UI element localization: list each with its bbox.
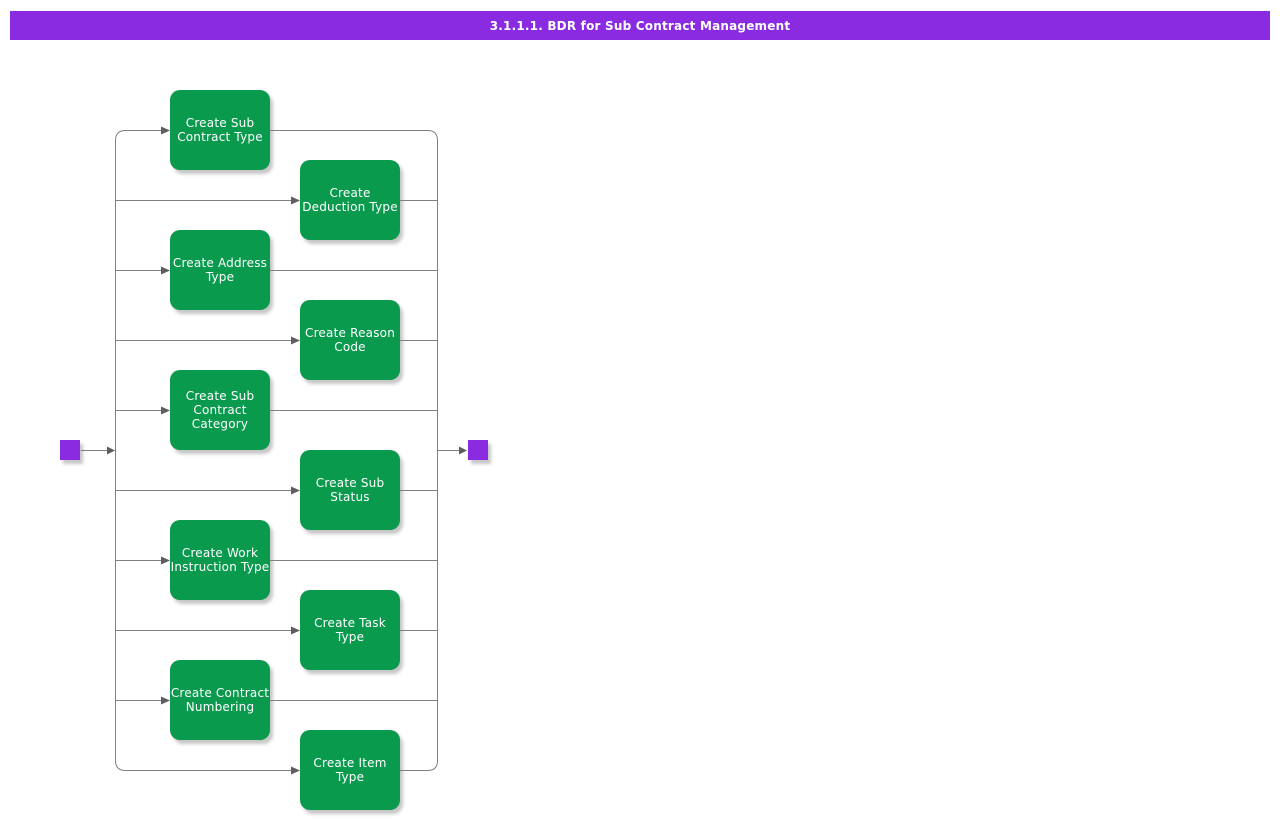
end-node: [468, 440, 488, 460]
connector-branch-7: [115, 556, 438, 565]
activity-create-address-type: Create Address Type: [170, 230, 270, 310]
activity-label-line: Create Sub: [185, 389, 255, 403]
activity-label-line: Deduction Type: [302, 200, 398, 214]
activity-label-line: Create Item: [313, 756, 387, 770]
connector-branch-3: [115, 266, 438, 275]
page-title: 3.1.1.1. BDR for Sub Contract Management: [489, 18, 791, 33]
start-node: [60, 440, 80, 460]
activity-create-item-type: Create Item Type: [300, 730, 400, 810]
connector-join-to-end: [437, 446, 467, 455]
connector-branch-9: [115, 696, 438, 705]
activity-label-line: Create Sub: [315, 476, 385, 490]
connector-branch-6: [115, 486, 438, 495]
activity-label-line: Numbering: [185, 700, 255, 714]
activity-label-line: Create Sub: [185, 116, 255, 130]
activity-create-deduction-type: Create Deduction Type: [300, 160, 400, 240]
activity-label-line: Contract: [193, 403, 247, 417]
connector-branch-1: [125, 126, 428, 135]
activity-label-line: Instruction Type: [170, 560, 270, 574]
activity-create-reason-code: Create Reason Code: [300, 300, 400, 380]
activity-label-line: Create Address: [172, 256, 268, 270]
connector-branch-10: [125, 766, 428, 775]
activity-create-sub-contract-category: Create Sub Contract Category: [170, 370, 270, 450]
connector-branch-8: [115, 626, 438, 635]
title-bar: 3.1.1.1. BDR for Sub Contract Management: [10, 11, 1270, 40]
activity-label-line: Create Reason: [304, 326, 396, 340]
activity-label-line: Type: [335, 770, 365, 784]
activity-label-line: Create Work: [181, 546, 259, 560]
activity-create-work-instruction-type: Create Work Instruction Type: [170, 520, 270, 600]
connector-branch-2: [115, 196, 438, 205]
join-bar-right: [427, 130, 438, 771]
activity-label-line: Create Contract: [170, 686, 270, 700]
activity-label-line: Create Task: [314, 616, 386, 630]
activity-label-line: Contract Type: [177, 130, 263, 144]
activity-label-line: Code: [334, 340, 366, 354]
fork-bar-left: [115, 130, 126, 771]
activity-create-sub-status: Create Sub Status: [300, 450, 400, 530]
connector-branch-5: [115, 406, 438, 415]
connector-branch-4: [115, 336, 438, 345]
activity-create-task-type: Create Task Type: [300, 590, 400, 670]
activity-create-sub-contract-type: Create Sub Contract Type: [170, 90, 270, 170]
connector-start-to-fork: [81, 446, 115, 455]
activity-label-line: Create: [329, 186, 371, 200]
activity-label-line: Status: [330, 490, 370, 504]
activity-create-contract-numbering: Create Contract Numbering: [170, 660, 270, 740]
activity-label-line: Type: [205, 270, 235, 284]
activity-label-line: Category: [191, 417, 249, 431]
activity-label-line: Type: [335, 630, 365, 644]
